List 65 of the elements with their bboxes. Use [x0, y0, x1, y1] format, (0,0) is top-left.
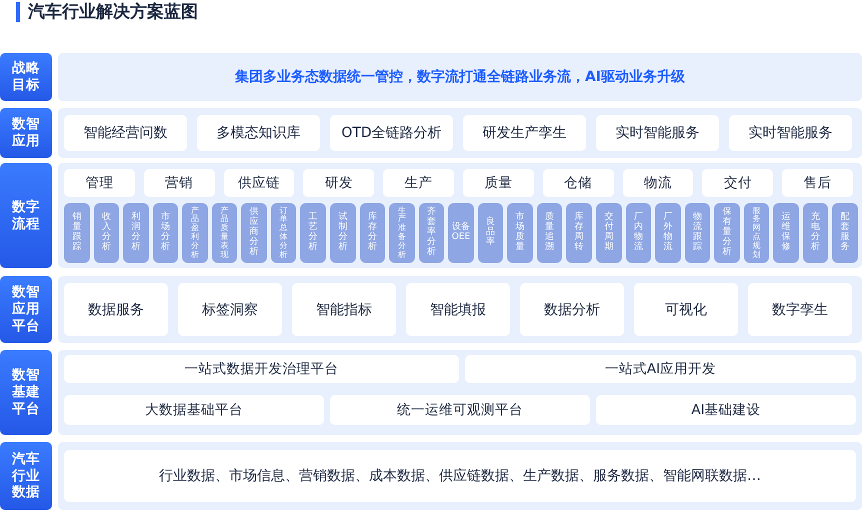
process-pill: 交付周期	[596, 203, 622, 263]
domain-box: 物流	[622, 169, 694, 197]
process-pill: 销量跟踪	[64, 203, 90, 263]
layer-panel	[58, 163, 862, 268]
process-pill: 工艺分析	[300, 203, 326, 263]
process-pill: 利润分析	[123, 203, 149, 263]
domain-box: 研发	[303, 169, 374, 197]
platform-box: AI基础建设	[596, 395, 856, 425]
process-pill: 产品质量表现	[212, 203, 238, 263]
process-pill: 良品率	[478, 203, 504, 263]
domain-box: 交付	[702, 169, 774, 197]
layer-label: 数智应用	[0, 108, 52, 158]
domain-box: 供应链	[224, 169, 294, 197]
application-box: 多模态知识库	[197, 115, 320, 151]
platform-box: 统一运维可观测平台	[330, 395, 590, 425]
layer-label: 数字流程	[0, 163, 52, 268]
domain-box: 管理	[64, 169, 135, 197]
process-pill: 库存周转	[566, 203, 592, 263]
domain-box: 生产	[383, 169, 454, 197]
process-pill: 充电分析	[802, 203, 828, 263]
domain-box: 质量	[463, 169, 534, 197]
domain-box: 营销	[144, 169, 215, 197]
platform-box: 智能指标	[292, 283, 396, 336]
process-pill: 库存分析	[360, 203, 386, 263]
platform-box: 数字孪生	[748, 283, 852, 336]
application-box: OTD全链路分析	[330, 115, 453, 151]
process-pill: 收入分析	[94, 203, 120, 263]
process-pill: 生产准备分析	[389, 203, 415, 263]
process-pill: 质量追溯	[536, 203, 562, 263]
layer-label: 战略目标	[0, 53, 52, 101]
process-pill: 厂外物流	[655, 203, 681, 263]
diagram-title: 汽车行业解决方案蓝图	[16, 2, 198, 22]
data-sources-box: 行业数据、市场信息、营销数据、成本数据、供应链数据、生产数据、服务数据、智能网联数据…	[64, 450, 856, 502]
platform-box: 可视化	[634, 283, 738, 336]
process-pill: 保有量分析	[714, 203, 740, 263]
platform-box: 数据服务	[64, 283, 168, 336]
platform-box: 数据分析	[520, 283, 624, 336]
platform-box: 大数据基础平台	[64, 395, 324, 425]
process-pill: 厂内物流	[626, 203, 652, 263]
process-pill: 运维保修	[773, 203, 799, 263]
process-pill: 供应商分析	[241, 203, 267, 263]
process-pill: 市场质量	[507, 203, 533, 263]
process-pill: 设备OEE	[448, 203, 474, 263]
application-box: 实时智能服务	[729, 115, 852, 151]
process-pill: 物流跟踪	[684, 203, 710, 263]
layer-label: 数智应用平台	[0, 276, 52, 343]
process-pill: 订单总体分析	[270, 203, 296, 263]
process-pill: 服务网点规划	[744, 203, 770, 263]
process-pill: 配套服务	[832, 203, 858, 263]
layer-label: 数智基建平台	[0, 350, 52, 435]
application-box: 智能经营问数	[64, 115, 187, 151]
process-pill: 齐套率分析	[418, 203, 444, 263]
layer-label: 汽车行业数据	[0, 442, 52, 510]
platform-box: 标签洞察	[178, 283, 282, 336]
goal-statement: 集团多业务态数据统一管控，数字流打通全链路业务流，AI驱动业务升级	[234, 68, 686, 86]
process-pill: 市场分析	[152, 203, 178, 263]
platform-box: 智能填报	[406, 283, 510, 336]
platform-box: 一站式AI应用开发	[465, 355, 856, 383]
process-pill: 产品盈利分析	[182, 203, 208, 263]
application-box: 研发生产孪生	[463, 115, 586, 151]
application-box: 实时智能服务	[596, 115, 719, 151]
process-pill: 试制分析	[330, 203, 356, 263]
domain-box: 仓储	[542, 169, 614, 197]
platform-box: 一站式数据开发治理平台	[64, 355, 459, 383]
domain-box: 售后	[782, 169, 853, 197]
